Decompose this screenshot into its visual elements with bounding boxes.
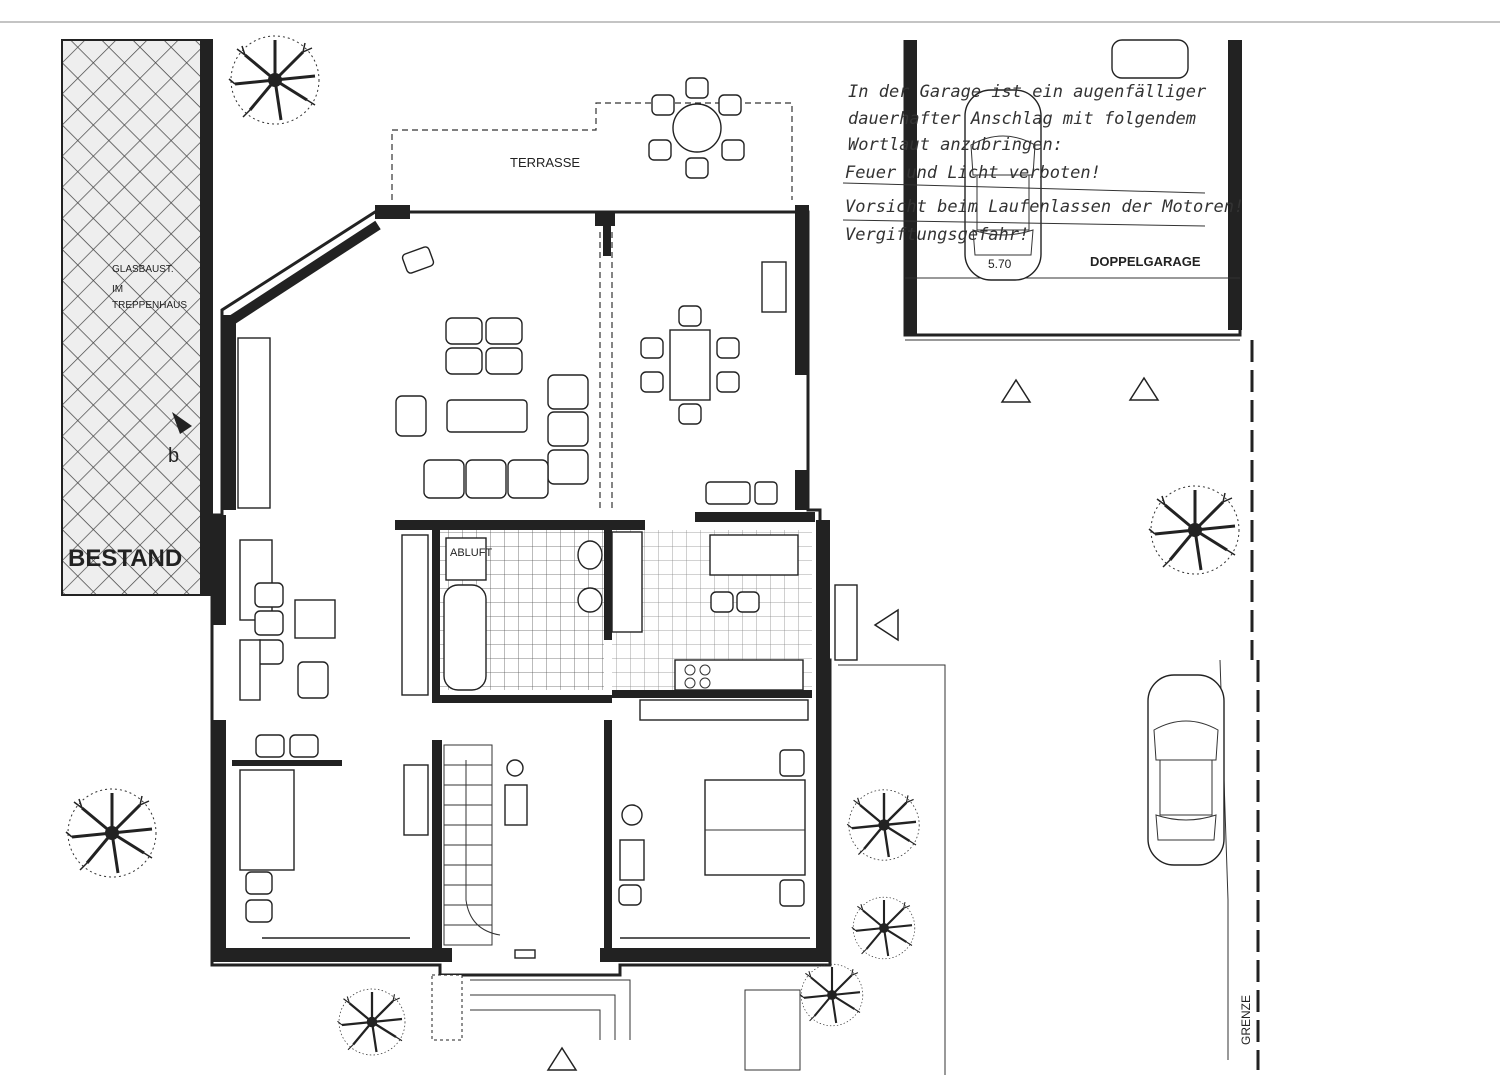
notice-line: Vergiftungsgefahr!	[845, 225, 1029, 245]
bedroom-right	[618, 699, 810, 939]
glass-block-label-1: GLASBAUST.	[112, 264, 174, 275]
existing-label: BESTAND	[68, 545, 182, 572]
boundary-label: GRENZE	[1239, 995, 1253, 1045]
notice-line: Wortlaut anzubringen:	[848, 135, 1063, 155]
tree-icon	[850, 896, 916, 960]
notice-line: In der Garage ist ein augenfälliger	[848, 82, 1207, 102]
dining-furniture	[640, 261, 787, 505]
house-walls	[210, 205, 832, 977]
living-room-furniture	[237, 246, 589, 509]
staircase	[443, 744, 536, 959]
tree-icon	[64, 787, 158, 879]
planter	[431, 974, 463, 1041]
bathtub	[443, 584, 487, 691]
property-boundary: GRENZE	[1219, 340, 1260, 1070]
left-room-furniture	[239, 534, 429, 758]
triangle-icon	[1000, 378, 1032, 403]
triangle-icon	[873, 608, 899, 642]
kitchen	[611, 531, 804, 691]
tree-icon	[798, 963, 864, 1027]
garage-notice: In der Garage ist ein augenfälliger daue…	[842, 82, 1244, 245]
sink	[577, 587, 603, 613]
notice-line: Vorsicht beim Laufenlassen der Motoren!	[845, 197, 1244, 217]
entrance-markers	[546, 376, 1160, 1071]
section-marker: b	[168, 445, 179, 467]
exhaust-shaft	[445, 537, 487, 581]
bedroom-left	[239, 764, 429, 939]
car-dimension: 5.70	[988, 257, 1012, 271]
tree-icon	[227, 34, 321, 126]
side-entrance	[834, 584, 858, 661]
entrance-path	[470, 979, 631, 1040]
tree-icon	[846, 788, 921, 862]
notice-line: Feuer und Licht verboten!	[845, 163, 1101, 183]
existing-building: BESTAND GLASBAUST. IM TREPPENHAUS b	[61, 39, 213, 596]
tree-icon	[336, 987, 407, 1057]
parked-car	[1147, 674, 1225, 866]
section-arrow-icon	[172, 412, 192, 434]
exhaust-label: ABLUFT	[450, 547, 492, 559]
garden-bed	[744, 664, 946, 1075]
glass-block-label-2: IM	[112, 284, 123, 295]
terrace-label: TERRASSE	[510, 155, 580, 170]
triangle-icon	[546, 1046, 578, 1071]
triangle-icon	[1128, 376, 1160, 401]
terrace: TERRASSE	[391, 77, 793, 200]
double-garage: DOPPELGARAGE 5.70	[903, 39, 1242, 341]
double-garage-label: DOPPELGARAGE	[1090, 254, 1201, 269]
glass-block-label-3: TREPPENHAUS	[112, 300, 187, 311]
toilet	[577, 540, 603, 570]
notice-line: dauerhafter Anschlag mit folgendem	[848, 109, 1196, 129]
tree-icon	[1147, 484, 1241, 576]
